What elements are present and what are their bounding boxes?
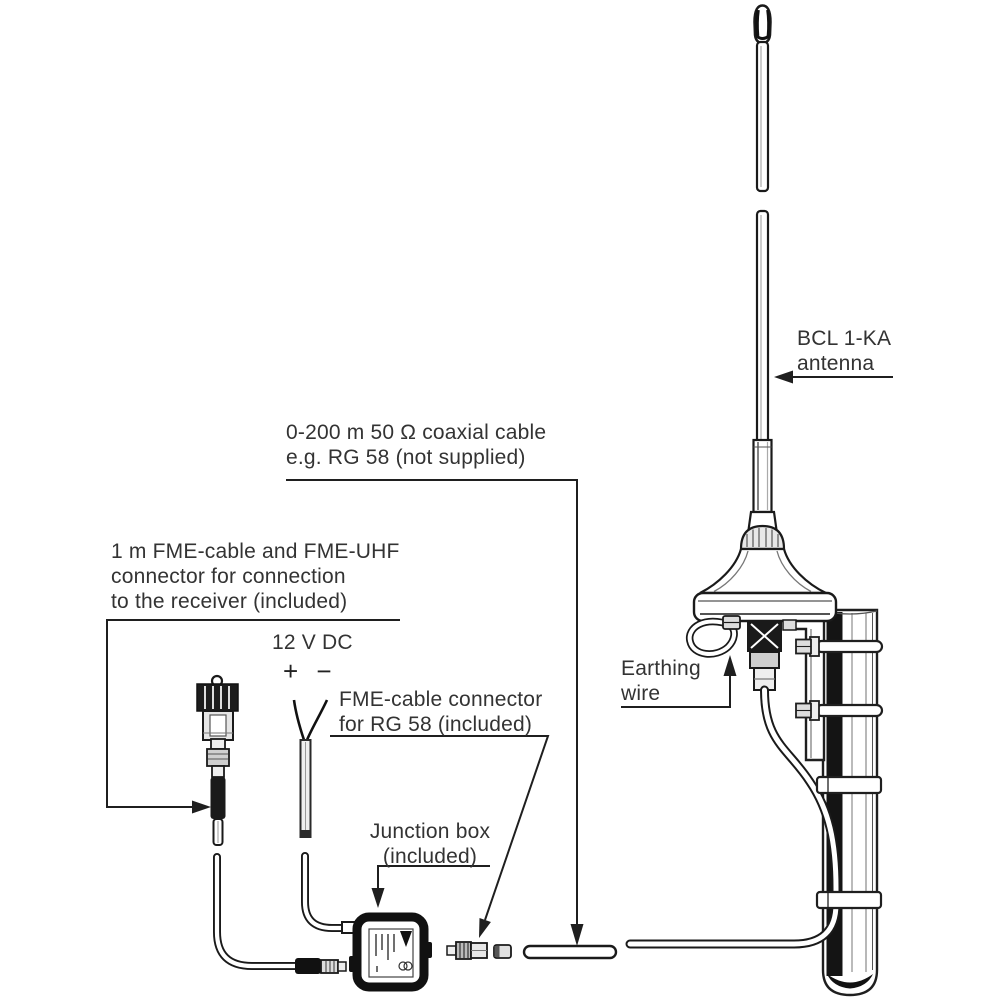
junction-arrow [371,865,490,908]
junction-box-logo [400,931,412,947]
leader-lines [106,370,893,946]
antenna-flange [692,591,838,631]
uhf-connector [196,674,239,741]
cone-ridge-cap [739,524,786,551]
whip-lower-rod [755,209,770,445]
junction-box-label: Junction box (included) [369,820,491,868]
antenna-cone [699,524,827,595]
junction-box [341,912,432,992]
fme-uhf-cable-label: 1 m FME-cable and FME-UHF connector for … [111,540,400,613]
cable-clamp-bottom [815,890,883,910]
fme-rg58-arrow [330,735,550,938]
pole-open-end [827,974,873,989]
whip-upper-rod [755,40,770,193]
rg58-connector [446,941,488,960]
antenna-cable [625,685,841,949]
fme-rg58-label: FME-cable connector for RG 58 (included) [339,688,543,736]
earthing-loop [686,615,741,658]
dc-wires [292,699,329,838]
coax-arrow [286,479,584,946]
coax-segment [522,944,618,960]
earthing-arrow [621,655,737,708]
fme-plug-body [295,958,321,974]
whip-sleeve [752,438,773,514]
dc-supply-label: 12 V DC [272,631,353,654]
antenna-label: BCL 1-KA antenna [797,327,892,375]
antenna-arrow [774,370,893,384]
u-bolt-bottom [795,700,884,721]
coax-cable-label: 0-200 m 50 Ω coaxial cable e.g. RG 58 (n… [286,421,547,469]
antenna-whip [747,4,778,532]
bent-cable-dc [301,852,350,932]
bent-cable-fme [213,853,347,974]
u-bolt-top [795,636,884,657]
antenna-connector [747,620,782,691]
fme-cable [206,738,230,846]
fme-uhf-arrow [106,619,400,814]
earthing-wire-label: Earthing wire [621,657,701,705]
dc-polarity-label: + − [283,656,332,686]
junction-box-label-art [375,934,413,972]
flange-bolt [782,619,797,631]
rg58-ferrule [493,944,512,959]
mounting-bracket [787,608,826,762]
mounting-pole [821,608,879,997]
cable-clamp-top [815,775,883,795]
cone-body [699,547,827,595]
